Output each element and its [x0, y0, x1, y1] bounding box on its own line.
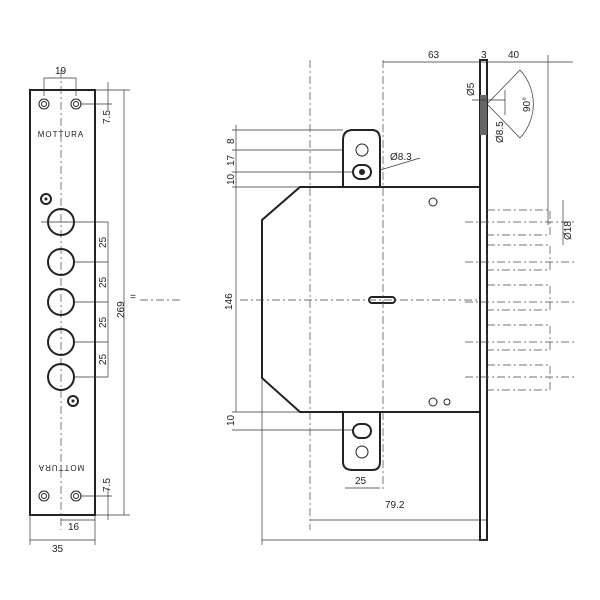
dim-eq-mark: = [130, 292, 136, 303]
dim-offset: 16 [68, 522, 80, 533]
dim-pitch-1: 25 [98, 236, 109, 248]
dim-pitch-3: 25 [98, 316, 109, 328]
dim-edge-bottom: 7.5 [102, 478, 113, 492]
dim-hole-large: Ø8.5 [495, 121, 506, 143]
dim-tab-width: 25 [355, 476, 367, 487]
lock-body: Ø18 63 3 40 90° Ø5 Ø8.5 Ø8.3 8 17 10 146… [224, 50, 575, 545]
bolts [465, 209, 575, 391]
dim-plate: 3 [481, 50, 487, 61]
dim-edge-top: 7.5 [102, 110, 113, 124]
dim-hole-small: Ø5 [466, 82, 477, 96]
dim-height: 146 [224, 293, 235, 310]
dim-length: 269 [116, 301, 127, 318]
dim-pitch-4: 25 [98, 353, 109, 365]
dim-angle: 90° [522, 97, 533, 112]
faceplate: MOTTURA MOTTURA 25 25 25 25 19 7.5 7.5 [29, 66, 180, 555]
dim-depth: 79.2 [385, 500, 405, 511]
dim-width: 35 [52, 544, 64, 555]
dim-tab-hole: Ø8.3 [390, 152, 412, 163]
brand-label-bottom: MOTTURA [38, 463, 85, 472]
dim-pitch-2: 25 [98, 276, 109, 288]
dim-backset: 63 [428, 50, 440, 61]
dim-screw-spacing: 19 [55, 66, 67, 77]
dim-throw: 40 [508, 50, 520, 61]
dim-tab-d: 10 [226, 414, 237, 426]
dim-tab-c: 10 [226, 173, 237, 185]
dim-tab-b: 17 [226, 154, 237, 166]
bolt-hole-icons [47, 208, 75, 391]
brand-label-top: MOTTURA [38, 130, 85, 139]
dim-bolt-dia: Ø18 [563, 221, 574, 240]
dim-tab-a: 8 [226, 138, 237, 144]
screw-hole-icons [38, 98, 82, 502]
